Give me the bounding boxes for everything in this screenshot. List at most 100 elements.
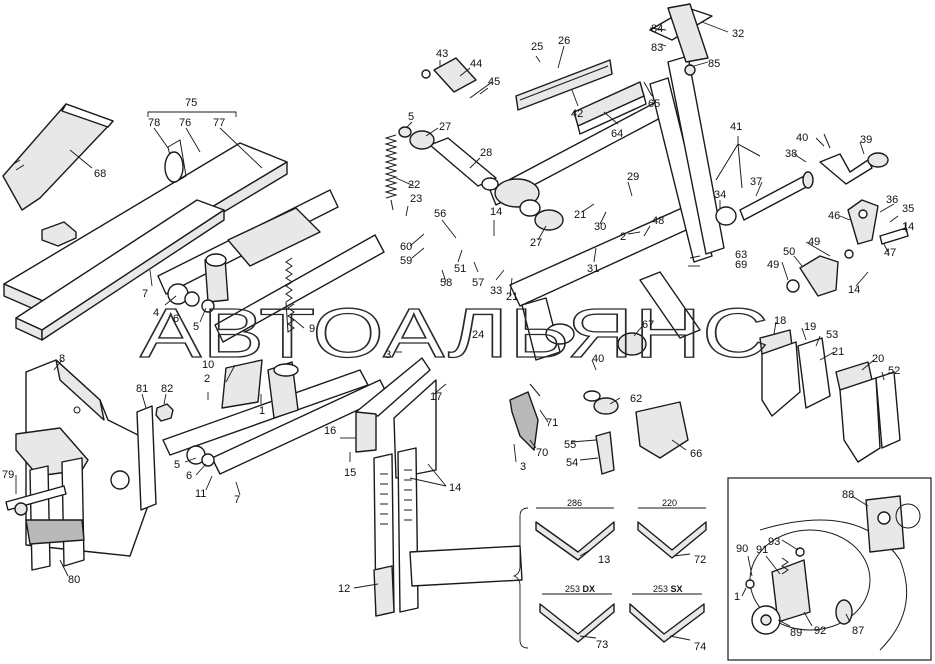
part-16-bracket bbox=[355, 357, 437, 479]
label-14c: 14 bbox=[902, 221, 914, 233]
label-17: 17 bbox=[430, 391, 442, 403]
label-5b: 5 bbox=[174, 459, 180, 471]
label-55: 55 bbox=[564, 439, 576, 451]
label-23: 23 bbox=[410, 193, 422, 205]
label-21c: 21 bbox=[832, 346, 844, 358]
dimension-labels: 286 220 253 DX 253 SX bbox=[565, 498, 683, 594]
label-22: 22 bbox=[408, 179, 420, 191]
label-2a: 2 bbox=[204, 373, 210, 385]
label-71: 71 bbox=[546, 417, 558, 429]
label-35: 35 bbox=[902, 203, 914, 215]
label-74: 74 bbox=[694, 641, 706, 653]
label-6b: 6 bbox=[186, 470, 192, 482]
label-76: 76 bbox=[179, 117, 191, 129]
label-27a: 27 bbox=[439, 121, 451, 133]
label-75: 75 bbox=[185, 97, 197, 109]
label-34: 34 bbox=[714, 189, 726, 201]
label-5a: 5 bbox=[193, 321, 199, 333]
part-26-plate bbox=[515, 59, 613, 111]
label-18: 18 bbox=[774, 315, 786, 327]
label-43: 43 bbox=[436, 48, 448, 60]
label-92: 92 bbox=[814, 625, 826, 637]
label-33: 33 bbox=[490, 285, 502, 297]
label-36: 36 bbox=[886, 194, 898, 206]
label-13: 13 bbox=[598, 554, 610, 566]
label-77: 77 bbox=[213, 117, 225, 129]
part-67-bushing bbox=[545, 323, 647, 356]
label-79: 79 bbox=[2, 469, 14, 481]
label-50: 50 bbox=[783, 246, 795, 258]
profile-74 bbox=[629, 593, 705, 643]
label-66: 66 bbox=[690, 448, 702, 460]
label-12: 12 bbox=[338, 583, 350, 595]
label-84: 84 bbox=[651, 23, 663, 35]
label-58: 58 bbox=[440, 277, 452, 289]
part-frame-upper bbox=[157, 189, 385, 343]
label-30: 30 bbox=[594, 221, 606, 233]
label-73: 73 bbox=[596, 639, 608, 651]
label-56: 56 bbox=[434, 208, 446, 220]
label-69: 69 bbox=[735, 259, 747, 271]
label-40a: 40 bbox=[796, 132, 808, 144]
label-82: 82 bbox=[161, 383, 173, 395]
label-21b: 21 bbox=[574, 209, 586, 221]
label-6a: 6 bbox=[173, 313, 179, 325]
label-87: 87 bbox=[852, 625, 864, 637]
label-31: 31 bbox=[587, 263, 599, 275]
part-32-top bbox=[649, 3, 713, 76]
label-20: 20 bbox=[872, 353, 884, 365]
part-62-roller bbox=[583, 390, 619, 415]
label-37: 37 bbox=[750, 176, 762, 188]
label-10: 10 bbox=[202, 359, 214, 371]
label-21a: 21 bbox=[506, 291, 518, 303]
dim-220: 220 bbox=[662, 498, 677, 508]
label-63: 63 bbox=[735, 249, 747, 261]
label-8: 8 bbox=[59, 353, 65, 365]
label-16: 16 bbox=[324, 425, 336, 437]
label-41: 41 bbox=[730, 121, 742, 133]
leader-lines bbox=[15, 21, 907, 641]
group-75-brace bbox=[147, 111, 237, 117]
label-85: 85 bbox=[708, 58, 720, 70]
label-14a: 14 bbox=[449, 482, 461, 494]
label-39: 39 bbox=[860, 134, 872, 146]
part-46-lever bbox=[847, 199, 909, 245]
label-52: 52 bbox=[888, 365, 900, 377]
label-29: 29 bbox=[627, 171, 639, 183]
label-15: 15 bbox=[344, 467, 356, 479]
label-48: 48 bbox=[652, 215, 664, 227]
dim-253-sx: 253 SX bbox=[653, 584, 683, 594]
label-11: 11 bbox=[195, 488, 206, 500]
label-53: 53 bbox=[826, 329, 838, 341]
part-79-bolt bbox=[5, 485, 67, 516]
label-42: 42 bbox=[571, 108, 583, 120]
label-72: 72 bbox=[694, 554, 706, 566]
part-frame-31 bbox=[489, 55, 725, 361]
label-65: 65 bbox=[648, 98, 660, 110]
part-19-scraper bbox=[797, 337, 831, 409]
label-47: 47 bbox=[884, 247, 896, 259]
part-labels: 68 75 78 76 77 7 4 6 5 9 10 2 1 5 6 11 7… bbox=[2, 23, 914, 653]
label-68: 68 bbox=[94, 168, 106, 180]
label-93: 93 bbox=[768, 536, 780, 548]
label-60: 60 bbox=[400, 241, 412, 253]
label-80: 80 bbox=[68, 574, 80, 586]
part-39-handle bbox=[819, 133, 889, 185]
label-46: 46 bbox=[828, 210, 840, 222]
label-88: 88 bbox=[842, 489, 854, 501]
part-52-scraper bbox=[875, 371, 901, 449]
label-57: 57 bbox=[472, 277, 484, 289]
label-28: 28 bbox=[480, 147, 492, 159]
part-54-tine bbox=[595, 431, 615, 475]
label-14d: 14 bbox=[848, 284, 860, 296]
label-83: 83 bbox=[651, 42, 663, 54]
part-frame-lower bbox=[162, 359, 389, 475]
part-64-plate bbox=[573, 81, 647, 135]
label-7b: 7 bbox=[234, 494, 240, 506]
part-66-cover bbox=[635, 401, 689, 459]
profiles-brace bbox=[512, 507, 529, 649]
label-51: 51 bbox=[454, 263, 466, 275]
label-64: 64 bbox=[611, 128, 623, 140]
